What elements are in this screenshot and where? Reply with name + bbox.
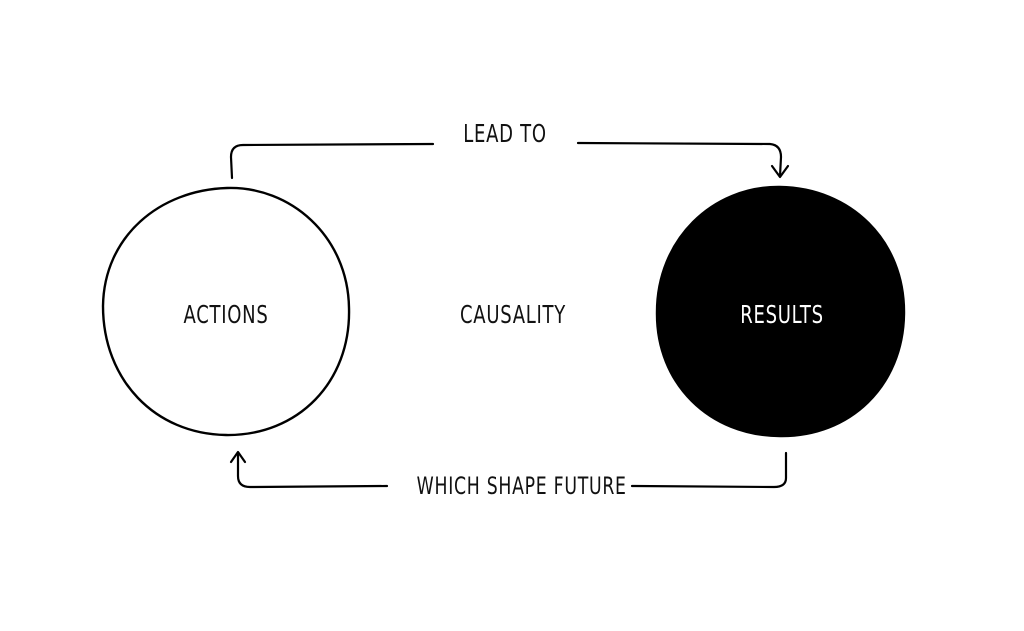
actions-label: ACTIONS bbox=[183, 300, 269, 329]
lead-to-arrow-left-segment bbox=[229, 142, 435, 180]
results-circle bbox=[655, 185, 906, 438]
arrowhead-up-icon bbox=[229, 450, 247, 464]
actions-circle bbox=[101, 186, 351, 437]
lead-to-arrow-right-segment bbox=[576, 141, 783, 178]
causality-label: CAUSALITY bbox=[460, 300, 566, 329]
lead-to-label: LEAD TO bbox=[463, 119, 547, 148]
shape-future-arrow-left-segment bbox=[236, 451, 389, 489]
results-label: RESULTS bbox=[740, 300, 824, 329]
shape-future-arrow-right-segment bbox=[630, 451, 788, 489]
which-shape-future-label: WHICH SHAPE FUTURE bbox=[416, 472, 627, 500]
arrowhead-down-icon bbox=[770, 164, 790, 179]
